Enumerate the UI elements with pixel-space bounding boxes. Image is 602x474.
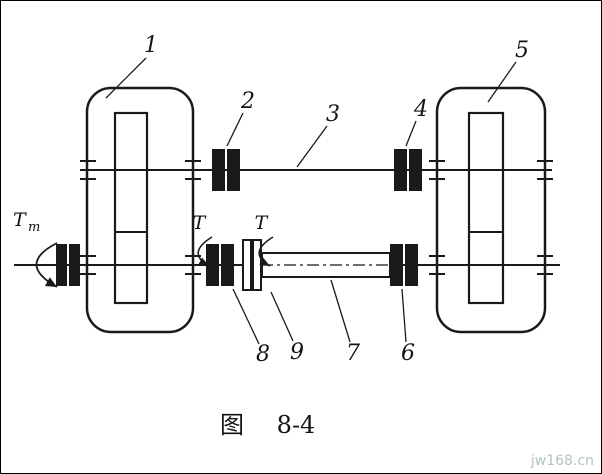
leader-line-3 [296,125,328,168]
right-gear-pair [467,111,505,305]
caption-prefix: 图 [220,411,244,439]
coupling-4 [394,149,422,191]
leader-line-9 [270,291,294,342]
torque-arrow-input [35,242,58,288]
coupling-8-flange-b [221,244,234,286]
coupling-4-flange-a [394,149,407,191]
leader-line-1 [105,57,147,99]
part-label-5: 5 [515,38,529,63]
coupling-2 [212,149,240,191]
part-label-2: 2 [240,89,255,114]
input-coupling-flange-a [56,244,67,286]
torque-input-symbol: T [13,209,27,231]
coupling-2-flange-b [227,149,240,191]
part-label-4: 4 [413,97,428,122]
torque-label-left: T [193,212,207,234]
leader-line-4 [405,120,417,147]
torque-arrow-right [258,236,274,267]
bearing-ticks [80,160,553,275]
right-gear-block [467,111,505,305]
leader-line-6 [401,288,407,343]
part-label-9: 9 [290,340,304,365]
part-label-3: 3 [326,102,340,127]
right-gearbox-housing [435,86,547,334]
part-label-8: 8 [256,342,270,367]
leader-line-8 [232,288,260,345]
leader-line-5 [487,61,517,103]
coupling-8-flange-a [206,244,219,286]
torque-arrow-left [197,236,213,267]
left-gear-pair [113,111,149,305]
watermark: jw168.cn [530,453,594,469]
leader-lines [105,57,517,345]
leader-line-2 [226,112,244,147]
left-gearbox-housing [85,86,195,334]
input-coupling-flange-b [69,244,80,286]
coupling-6-flange-b [405,244,418,286]
coupling-6 [390,244,418,286]
torque-input-subscript: m [28,220,40,235]
part-label-1: 1 [144,33,158,58]
part-label-6: 6 [401,341,415,366]
torque-label-right: T [255,212,269,234]
part-label-7: 7 [346,341,360,366]
coupling-8 [206,244,234,286]
loading-flange-pair [242,239,262,291]
coupling-4-flange-b [409,149,422,191]
coupling-2-flange-a [212,149,225,191]
left-gear-block [113,111,149,305]
loading-flange-right [252,239,262,291]
loading-flange-left [242,239,252,291]
input-coupling [56,244,80,286]
leader-line-7 [330,279,351,343]
figure-caption: 图 8-4 [220,411,315,439]
coupling-6-flange-a [390,244,403,286]
caption-number: 8-4 [277,411,316,439]
